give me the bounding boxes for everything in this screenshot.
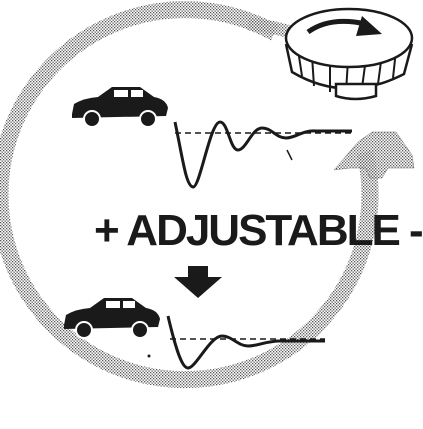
car-icon [64,298,160,338]
damped-oscillation-graph-bottom [148,316,326,368]
adjustable-label: + ADJUSTABLE - [94,206,422,255]
car-icon [72,87,168,127]
damped-oscillation-graph-top [175,122,352,187]
down-arrow-icon [174,266,222,298]
adjustment-knob-icon [286,9,412,99]
